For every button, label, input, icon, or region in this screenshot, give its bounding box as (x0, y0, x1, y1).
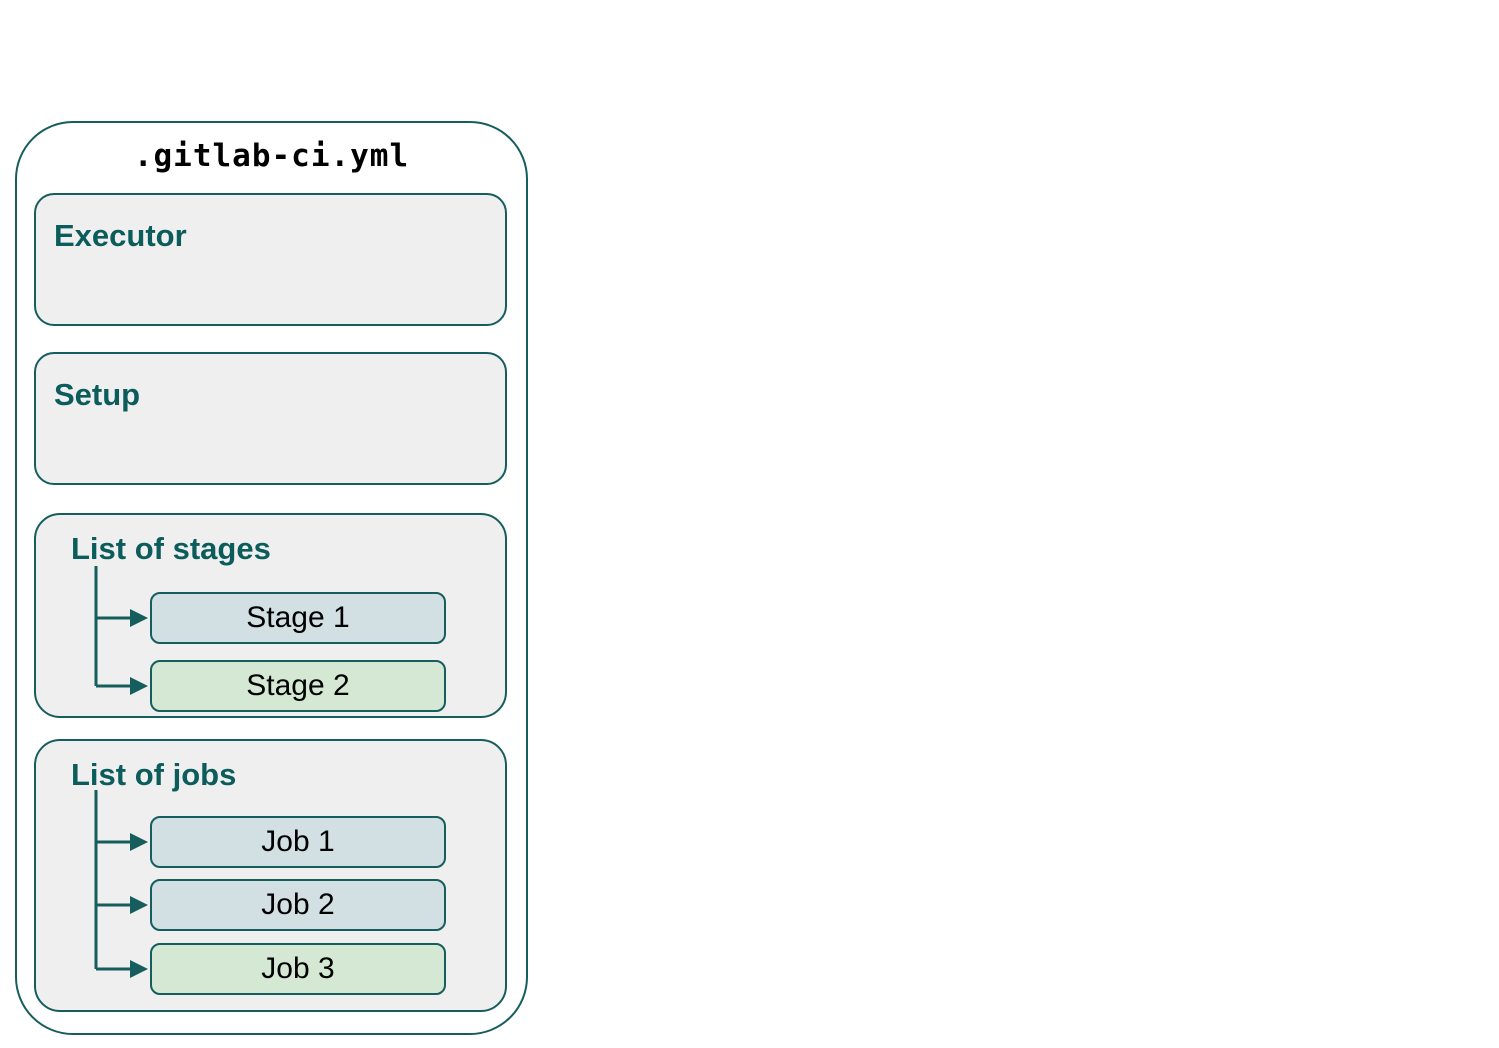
stage-1-node: Stage 1 (150, 592, 446, 644)
job-2-node: Job 2 (150, 879, 446, 931)
section-list-of-jobs-label: List of jobs (71, 757, 237, 792)
job-3-node: Job 3 (150, 943, 446, 995)
stage-2-node: Stage 2 (150, 660, 446, 712)
section-executor: Executor (34, 193, 507, 326)
section-executor-label: Executor (54, 218, 187, 253)
job-1-node: Job 1 (150, 816, 446, 868)
section-list-of-stages-label: List of stages (71, 531, 271, 566)
section-setup-label: Setup (54, 377, 141, 412)
file-title: .gitlab-ci.yml (133, 138, 410, 174)
section-setup: Setup (34, 352, 507, 485)
